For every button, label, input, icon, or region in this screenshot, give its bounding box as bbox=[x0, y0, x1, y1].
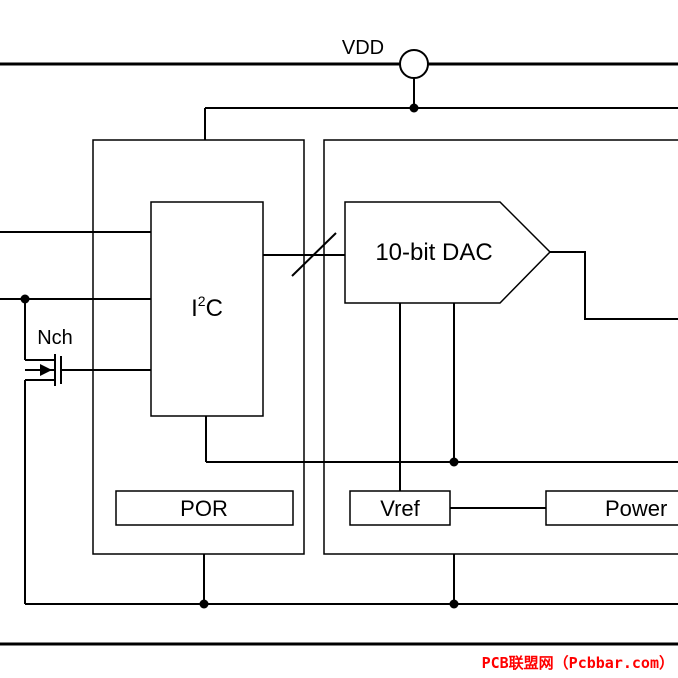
dac-label: 10-bit DAC bbox=[375, 239, 492, 266]
vdd-pin bbox=[399, 49, 429, 79]
i2c-label: I2C bbox=[191, 293, 223, 322]
watermark: PCB联盟网（Pcbbar.com） bbox=[482, 654, 674, 672]
por-label: POR bbox=[180, 496, 228, 521]
nch-arrow-icon bbox=[40, 364, 52, 376]
i2c-block bbox=[150, 201, 264, 417]
power-label: Power bbox=[605, 496, 667, 521]
dac-block bbox=[344, 201, 552, 304]
vdd-junction bbox=[409, 103, 419, 113]
nch-label: Nch bbox=[37, 327, 73, 349]
power-block bbox=[545, 490, 678, 526]
ground-junction-left bbox=[199, 599, 209, 609]
ground-junction-right bbox=[449, 599, 459, 609]
vdd-label: VDD bbox=[342, 37, 384, 59]
por-block bbox=[115, 490, 294, 526]
vref-label: Vref bbox=[380, 496, 420, 521]
dac-ground-junction bbox=[449, 457, 459, 467]
bus-slash-icon bbox=[291, 232, 337, 277]
dac-output-wire bbox=[550, 251, 678, 320]
